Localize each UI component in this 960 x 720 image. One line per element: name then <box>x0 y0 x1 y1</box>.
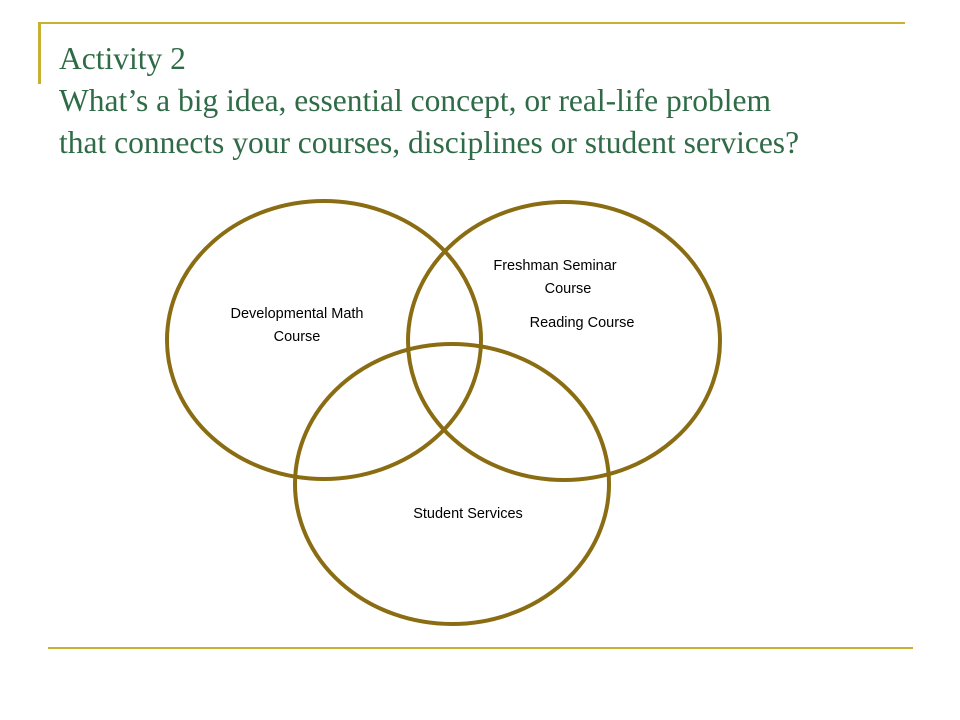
venn-circle-student-services <box>293 342 611 626</box>
bottom-rule <box>48 647 913 649</box>
label-developmental-math-line1: Developmental Math <box>231 306 364 322</box>
label-student-services: Student Services <box>413 506 523 522</box>
top-rule <box>40 22 905 24</box>
label-freshman-seminar-line1: Freshman Seminar <box>493 258 616 274</box>
label-developmental-math-line2: Course <box>274 329 321 345</box>
label-freshman-seminar-line2: Course <box>545 281 592 297</box>
title-line-2: What’s a big idea, essential concept, or… <box>59 83 771 118</box>
title-line-3: that connects your courses, disciplines … <box>59 125 800 160</box>
label-reading-course: Reading Course <box>530 315 635 331</box>
venn-circle-developmental-math <box>165 199 483 481</box>
title-line-1: Activity 2 <box>59 41 186 76</box>
left-accent-rule <box>38 22 41 84</box>
slide-title: Activity 2 What’s a big idea, essential … <box>59 38 939 164</box>
venn-circle-freshman-seminar <box>406 200 722 482</box>
